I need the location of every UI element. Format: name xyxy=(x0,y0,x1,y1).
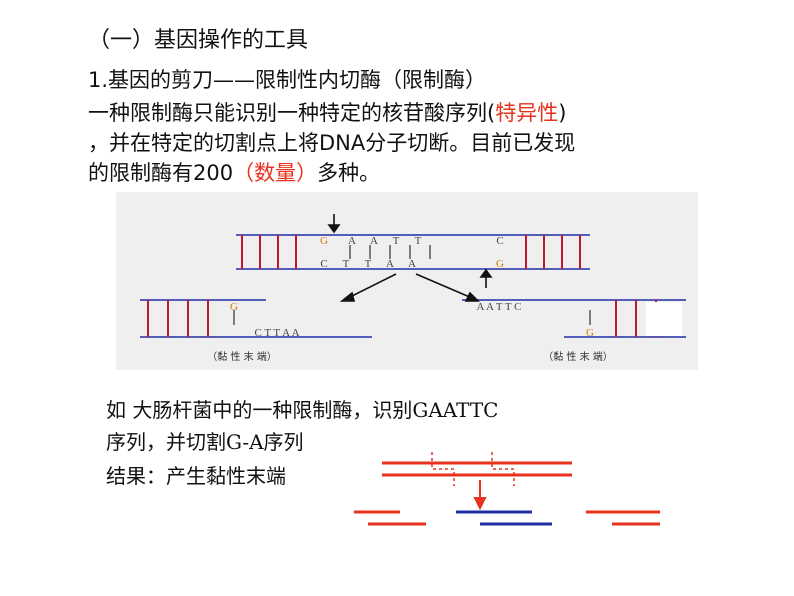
top-base-g: G xyxy=(320,235,328,247)
left-fragment-g: G xyxy=(230,301,238,313)
paragraph-text: 的限制酶有200 xyxy=(88,161,234,185)
dna-cut-diagram: G A A T T C C T T A A G G C T T A A A A … xyxy=(140,214,686,363)
bottom-base: T xyxy=(365,258,372,270)
paragraph-line-1: 一种限制酶只能识别一种特定的核苷酸序列(特异性) xyxy=(88,98,566,128)
top-base: T xyxy=(415,235,422,247)
right-caption: （黏 性 末 端） xyxy=(543,350,613,363)
bottom-base: T xyxy=(343,258,350,270)
bottom-base: A xyxy=(386,258,394,270)
cut-down-arrow-icon xyxy=(473,480,487,511)
split-arrow-right-icon xyxy=(464,291,480,302)
paragraph-text: 一种限制酶只能识别一种特定的核苷酸序列( xyxy=(88,101,496,125)
cut-site-arrow-icon xyxy=(479,268,493,278)
left-caption: （黏 性 末 端） xyxy=(207,350,277,363)
dna-strands xyxy=(140,234,686,338)
top-base: A xyxy=(348,235,356,247)
right-fragment-overhang: A A T T C xyxy=(476,301,521,313)
right-fragment-g: G xyxy=(586,327,594,339)
quantity-highlight: （数量） xyxy=(233,161,318,185)
paragraph-text: 多种。 xyxy=(317,161,381,185)
paragraph-text: ) xyxy=(558,101,567,125)
specificity-highlight: 特异性 xyxy=(495,101,559,125)
section-title: （一）基因操作的工具 xyxy=(88,28,309,53)
cut-site-arrow-icon xyxy=(327,224,341,234)
bottom-base: A xyxy=(408,258,416,270)
sticky-end-schematic xyxy=(354,452,660,526)
split-arrow-left-icon xyxy=(339,291,356,302)
top-base: A xyxy=(370,235,378,247)
subheading: 1.基因的剪刀——限制性内切酶（限制酶） xyxy=(88,68,487,92)
sequence-letters: G A A T T C C T T A A G G C T T A A A A … xyxy=(230,235,594,339)
left-fragment-overhang: C T T A A xyxy=(254,327,299,339)
fragment-highlight xyxy=(646,302,682,336)
paragraph-line-2: ，并在特定的切割点上将DNA分子切断。目前已发现 xyxy=(88,131,576,155)
example-line-2: 序列，并切割G-A序列 xyxy=(106,430,304,454)
bottom-base-g: G xyxy=(496,258,504,270)
cut-arrows xyxy=(327,214,493,302)
example-line-3: 结果：产生黏性末端 xyxy=(106,464,286,488)
top-base: T xyxy=(393,235,400,247)
cut-path xyxy=(431,452,515,486)
example-line-1: 如 大肠杆菌中的一种限制酶，识别GAATTC xyxy=(106,398,499,422)
restriction-enzyme-figure xyxy=(116,192,698,370)
base-pair-ticks xyxy=(233,245,591,325)
bottom-base: C xyxy=(320,258,327,270)
base-pair-rungs xyxy=(147,235,657,337)
paragraph-line-3: 的限制酶有200（数量）多种。 xyxy=(88,158,380,188)
top-base: C xyxy=(496,235,503,247)
